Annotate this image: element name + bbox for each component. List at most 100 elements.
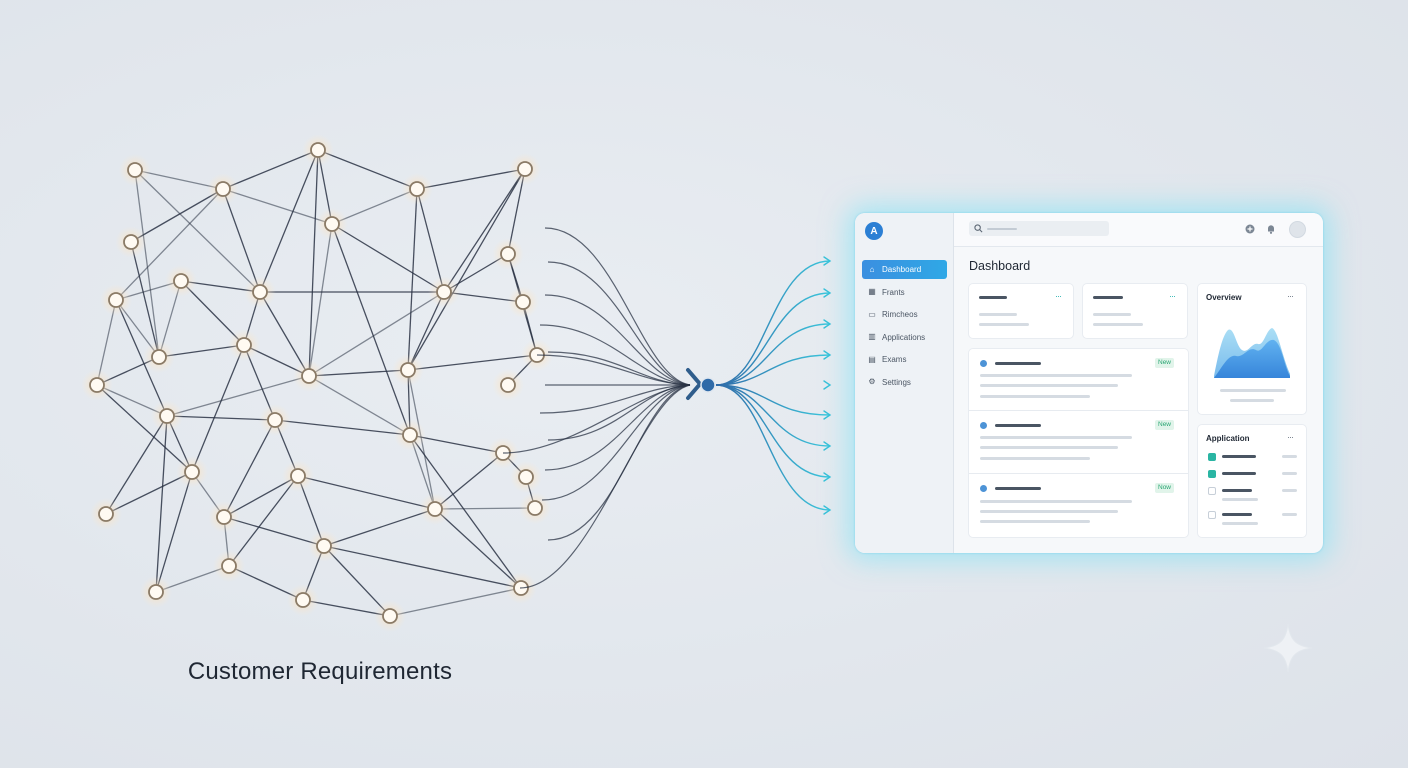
page-title: Dashboard	[969, 259, 1031, 273]
item-line	[980, 500, 1132, 503]
checkbox-checked[interactable]	[1208, 453, 1216, 461]
requirement-node	[207, 173, 239, 205]
card-line	[979, 323, 1029, 326]
requirement-node	[492, 238, 524, 270]
requirement-node	[119, 154, 151, 186]
overview-line	[1220, 389, 1286, 392]
sidebar-nav: ⌂ Dashboard ▦ Frants ▭ Rimcheos ▥ Applic…	[862, 260, 947, 396]
outgoing-arrow	[715, 384, 831, 478]
bell-icon[interactable]	[1265, 223, 1277, 235]
sidebar-item-frants[interactable]: ▦ Frants	[862, 283, 947, 302]
search-placeholder	[987, 228, 1017, 230]
caption-customer-requirements: Customer Requirements	[187, 658, 453, 685]
application-item	[1222, 489, 1252, 492]
network-edge	[130, 241, 160, 358]
network-edge	[323, 545, 522, 589]
gear-icon: ⚙	[868, 377, 876, 387]
network-edge	[105, 415, 168, 515]
checkbox-unchecked[interactable]	[1208, 511, 1216, 519]
network-edge	[407, 354, 538, 371]
home-icon: ⌂	[869, 264, 875, 274]
plus-circle-icon[interactable]	[1244, 223, 1256, 235]
avatar[interactable]	[1289, 221, 1306, 238]
requirement-node	[302, 134, 334, 166]
status-dot	[980, 422, 987, 429]
incoming-curve	[541, 384, 691, 501]
checkbox-checked[interactable]	[1208, 470, 1216, 478]
application-meta	[1282, 513, 1297, 516]
checkbox-unchecked[interactable]	[1208, 487, 1216, 495]
bar-chart-icon: ▥	[868, 332, 876, 342]
divider	[969, 410, 1188, 411]
requirement-node	[392, 354, 424, 386]
application-card[interactable]: Application ···	[1198, 425, 1306, 537]
requirement-node	[510, 461, 542, 493]
item-title	[995, 487, 1041, 490]
sidebar-item-settings[interactable]: ⚙ Settings	[862, 373, 947, 392]
arrowhead	[823, 350, 832, 360]
message-icon: ▭	[868, 309, 876, 319]
app-logo[interactable]: A	[865, 222, 883, 240]
item-line	[980, 446, 1118, 449]
application-subline	[1222, 498, 1258, 501]
network-edge	[166, 375, 310, 417]
sidebar-item-rimcheos[interactable]: ▭ Rimcheos	[862, 305, 947, 324]
sidebar-item-exams[interactable]: ▤ Exams	[862, 350, 947, 369]
summary-card[interactable]: ···	[1083, 284, 1187, 338]
network-edge	[115, 299, 168, 417]
sidebar-item-label: Settings	[882, 377, 911, 387]
network-edge	[308, 291, 445, 377]
status-dot	[980, 360, 987, 367]
incoming-curve	[544, 384, 691, 471]
card-line	[1093, 323, 1143, 326]
card-line	[1093, 313, 1131, 316]
requirement-node	[401, 173, 433, 205]
network-edge	[223, 419, 276, 518]
network-edge	[259, 291, 310, 377]
requirement-node	[228, 329, 260, 361]
requirement-node	[287, 584, 319, 616]
requirement-node	[176, 456, 208, 488]
application-item	[1222, 455, 1256, 458]
more-icon[interactable]: ···	[1287, 291, 1294, 301]
search-icon	[974, 224, 983, 233]
incoming-curve	[519, 384, 691, 589]
network-edge	[407, 188, 418, 371]
outgoing-arrow	[715, 260, 831, 386]
application-meta	[1282, 455, 1297, 458]
sidebar-item-dashboard[interactable]: ⌂ Dashboard	[862, 260, 947, 279]
requirement-node	[90, 498, 122, 530]
incoming-curve	[536, 354, 691, 386]
more-icon[interactable]: ···	[1055, 291, 1062, 301]
application-subline	[1222, 522, 1258, 525]
sparkle-icon	[1263, 623, 1313, 673]
incoming-curve	[547, 384, 691, 541]
network-edge	[223, 516, 325, 547]
search-input[interactable]	[969, 221, 1109, 236]
more-icon[interactable]: ···	[1169, 291, 1176, 301]
status-dot	[980, 485, 987, 492]
application-meta	[1282, 489, 1297, 492]
requirement-node	[244, 276, 276, 308]
network-edge	[274, 419, 411, 436]
more-icon[interactable]: ···	[1287, 432, 1294, 442]
overview-card[interactable]: Overview ···	[1198, 284, 1306, 414]
network-edge	[259, 149, 319, 293]
network-edge	[96, 384, 193, 473]
grid-icon: ▦	[868, 287, 876, 297]
card-heading	[1093, 296, 1123, 299]
card-line	[979, 313, 1017, 316]
network-edge	[191, 344, 245, 473]
status-badge: New	[1155, 358, 1175, 368]
sidebar-item-applications[interactable]: ▥ Applications	[862, 328, 947, 347]
network-edge	[166, 415, 276, 421]
incoming-curve	[502, 384, 691, 454]
requirement-node	[293, 360, 325, 392]
network-edge	[443, 168, 526, 293]
item-line	[980, 520, 1090, 523]
summary-card[interactable]: ···	[969, 284, 1073, 338]
arrowhead	[823, 441, 832, 451]
requirement-node	[151, 400, 183, 432]
incoming-curve	[544, 294, 691, 386]
